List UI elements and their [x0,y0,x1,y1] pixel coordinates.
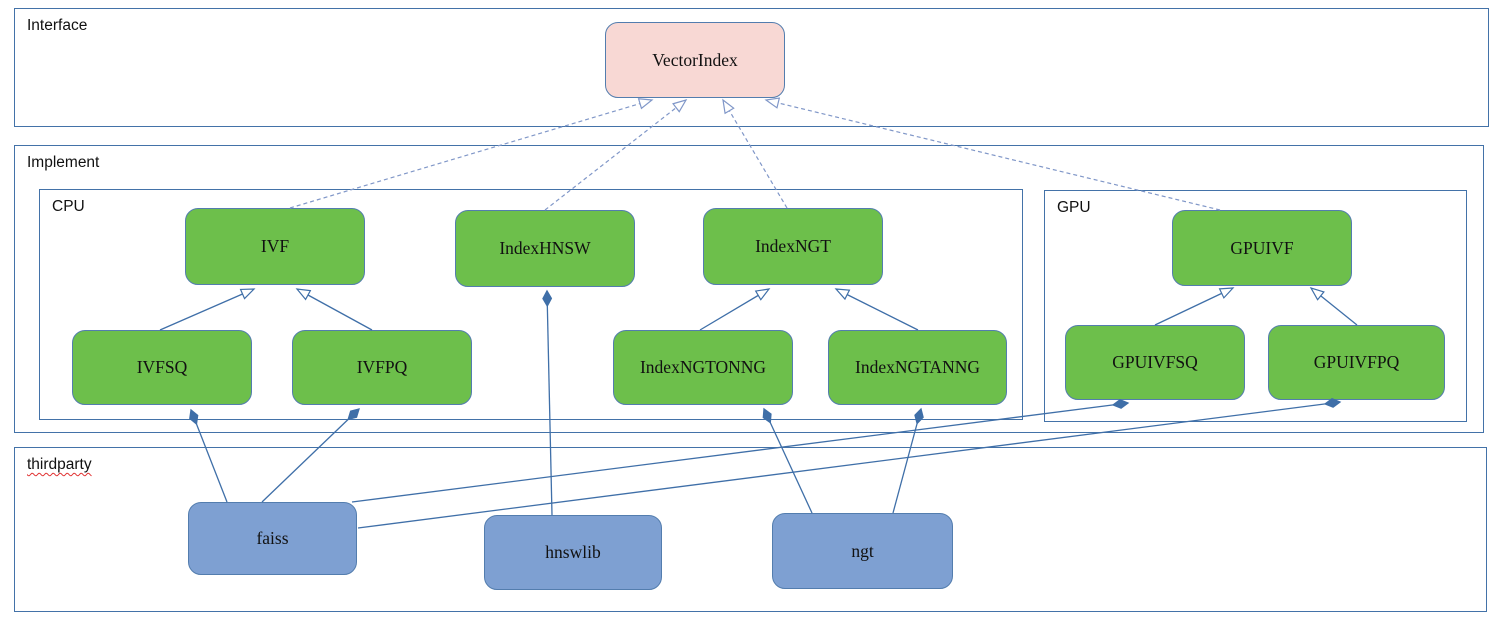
node-ivf[interactable]: IVF [185,208,365,285]
node-faiss-label: faiss [256,528,289,548]
node-gpuivfsq[interactable]: GPUIVFSQ [1065,325,1245,400]
node-vectorindex-label: VectorIndex [652,49,738,70]
container-implement-label: Implement [27,154,100,171]
node-gpuivf[interactable]: GPUIVF [1172,210,1352,286]
node-ivfpq[interactable]: IVFPQ [292,330,472,405]
node-hnswlib[interactable]: hnswlib [484,515,662,590]
node-indexngt-label: IndexNGT [755,236,831,256]
container-gpu-label: GPU [1057,199,1091,216]
node-ivfsq-label: IVFSQ [136,357,188,377]
container-cpu-label: CPU [52,198,85,215]
node-vectorindex[interactable]: VectorIndex [605,22,785,98]
container-interface-label: Interface [27,17,88,34]
node-indexhnsw-label: IndexHNSW [499,238,591,258]
node-indexngt[interactable]: IndexNGT [703,208,883,285]
node-ngt-label: ngt [851,540,874,561]
node-faiss[interactable]: faiss [188,502,357,575]
node-gpuivfpq-label: GPUIVFPQ [1313,352,1400,372]
node-indexngtanng[interactable]: IndexNGTANNG [828,330,1007,405]
node-indexhnsw[interactable]: IndexHNSW [455,210,635,287]
node-indexngtanng-label: IndexNGTANNG [855,357,980,377]
node-ivf-label: IVF [260,236,290,256]
node-indexngtonng[interactable]: IndexNGTONNG [613,330,793,405]
node-hnswlib-label: hnswlib [545,542,601,562]
node-ivfsq[interactable]: IVFSQ [72,330,252,405]
node-gpuivfpq[interactable]: GPUIVFPQ [1268,325,1445,400]
node-gpuivf-label: GPUIVF [1230,237,1294,258]
node-ngt[interactable]: ngt [772,513,953,589]
node-indexngtonng-label: IndexNGTONNG [639,357,767,377]
container-thirdparty-label: thirdparty [27,456,92,473]
node-ivfpq-label: IVFPQ [356,357,408,377]
node-gpuivfsq-label: GPUIVFSQ [1112,352,1198,372]
